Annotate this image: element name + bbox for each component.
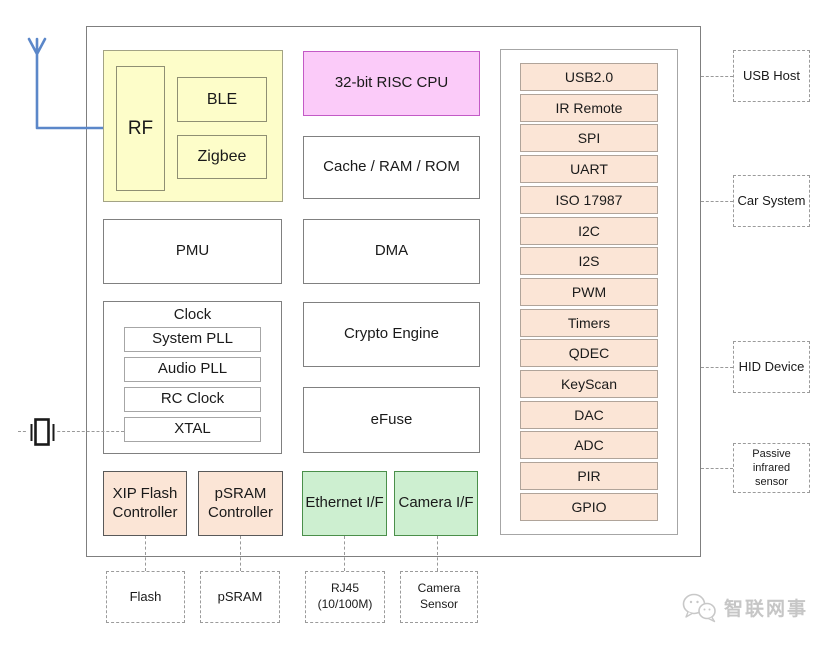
peripheral-label: USB2.0 <box>564 69 614 85</box>
peripheral-item: PIR <box>520 462 658 491</box>
peripheral-label: DAC <box>574 406 604 423</box>
zigbee-block: Zigbee <box>177 135 267 179</box>
peripheral-list: USB2.0 IR Remote SPI UART ISO 17987 I2C … <box>500 49 678 535</box>
car-system-box: Car System <box>733 175 810 227</box>
zigbee-label: Zigbee <box>197 148 247 165</box>
peripheral-label: PWM <box>571 283 607 300</box>
ethernet-if-label: Ethernet I/F <box>305 494 384 512</box>
watermark: 智联网事 <box>681 591 808 623</box>
hid-device-box: HID Device <box>733 341 810 393</box>
cache-label: Cache / RAM / ROM <box>323 158 460 176</box>
flash-box: Flash <box>106 571 185 623</box>
hid-device-label: HID Device <box>738 358 805 374</box>
clock-item-rc-clock: RC Clock <box>124 387 261 412</box>
crypto-label: Crypto Engine <box>343 325 440 343</box>
usb-host-box: USB Host <box>733 50 810 102</box>
rc-clock-label: RC Clock <box>160 390 225 408</box>
pir-sensor-box: Passive infrared sensor <box>733 443 810 493</box>
peripheral-label: KeyScan <box>560 376 618 393</box>
wechat-icon <box>682 593 716 623</box>
xip-label: XIP Flash Controller <box>112 484 178 521</box>
peripheral-item: I2C <box>520 216 658 245</box>
peripheral-item: QDEC <box>520 339 658 368</box>
connector-xtal <box>18 431 124 432</box>
efuse-block: eFuse <box>303 387 480 453</box>
peripheral-label: I2C <box>578 222 600 239</box>
connector-camera-sensor <box>437 536 438 571</box>
dma-label: DMA <box>374 242 409 260</box>
psram-controller-label: pSRAM Controller <box>207 484 274 521</box>
connector-usb-host <box>701 76 733 77</box>
rf-block: RF <box>116 66 165 191</box>
psram-label: pSRAM <box>217 588 263 604</box>
peripheral-item: KeyScan <box>520 370 658 399</box>
peripheral-item: Timers <box>520 308 658 337</box>
peripheral-label: ADC <box>574 437 604 454</box>
peripheral-label: SPI <box>577 130 601 147</box>
peripheral-label: PIR <box>577 468 601 485</box>
peripheral-label: ISO 17987 <box>555 191 623 208</box>
connector-rj45 <box>344 536 345 571</box>
pir-sensor-label: Passive infrared sensor <box>752 447 791 489</box>
peripheral-item: UART <box>520 155 658 184</box>
efuse-label: eFuse <box>370 410 413 428</box>
system-pll-label: System PLL <box>152 330 233 348</box>
peripheral-item: I2S <box>520 247 658 276</box>
usb-host-label: USB Host <box>742 67 801 83</box>
connector-pir-sensor <box>701 468 733 469</box>
ble-label: BLE <box>206 90 238 108</box>
peripheral-item: USB2.0 <box>520 63 658 91</box>
camera-sensor-box: Camera Sensor <box>400 571 478 623</box>
camera-if-label: Camera I/F <box>398 494 474 512</box>
clock-item-system-pll: System PLL <box>124 327 261 352</box>
rj45-label: RJ45 (10/100M) <box>317 581 373 611</box>
dma-block: DMA <box>303 219 480 284</box>
connector-psram <box>240 536 241 571</box>
psram-box: pSRAM <box>200 571 280 623</box>
crypto-engine-block: Crypto Engine <box>303 302 480 367</box>
psram-controller-block: pSRAM Controller <box>198 471 283 536</box>
flash-label: Flash <box>129 588 162 604</box>
antenna-icon <box>27 37 118 130</box>
crystal-icon <box>27 415 57 449</box>
connector-car-system <box>701 201 733 202</box>
car-system-label: Car System <box>737 192 806 208</box>
peripheral-label: QDEC <box>568 345 610 362</box>
camera-sensor-label: Camera Sensor <box>417 581 461 611</box>
pmu-block: PMU <box>103 219 282 284</box>
peripheral-item: SPI <box>520 124 658 153</box>
clock-item-xtal: XTAL <box>124 417 261 442</box>
peripheral-label: Timers <box>567 314 611 331</box>
ethernet-if-block: Ethernet I/F <box>302 471 387 536</box>
xip-flash-controller-block: XIP Flash Controller <box>103 471 187 536</box>
cpu-block: 32-bit RISC CPU <box>303 51 480 116</box>
clock-title: Clock <box>173 306 212 323</box>
peripheral-item: PWM <box>520 277 658 306</box>
connector-flash <box>145 536 146 571</box>
watermark-text: 智联网事 <box>724 598 809 620</box>
rj45-box: RJ45 (10/100M) <box>305 571 385 623</box>
peripheral-item: DAC <box>520 400 658 429</box>
rf-label: RF <box>127 117 154 139</box>
cache-ram-rom-block: Cache / RAM / ROM <box>303 136 480 199</box>
peripheral-label: I2S <box>578 253 600 270</box>
xtal-label: XTAL <box>174 420 211 438</box>
peripheral-label: GPIO <box>571 498 607 515</box>
audio-pll-label: Audio PLL <box>157 360 228 378</box>
peripheral-item: ADC <box>520 431 658 460</box>
peripheral-item: GPIO <box>520 492 658 521</box>
peripheral-item: ISO 17987 <box>520 185 658 214</box>
connector-hid-device <box>701 367 733 368</box>
camera-if-block: Camera I/F <box>394 471 478 536</box>
peripheral-label: UART <box>570 161 608 178</box>
cpu-label: 32-bit RISC CPU <box>334 74 449 92</box>
pmu-label: PMU <box>175 242 210 260</box>
peripheral-item: IR Remote <box>520 93 658 122</box>
ble-block: BLE <box>177 77 267 122</box>
peripheral-label: IR Remote <box>555 99 623 116</box>
clock-item-audio-pll: Audio PLL <box>124 357 261 382</box>
